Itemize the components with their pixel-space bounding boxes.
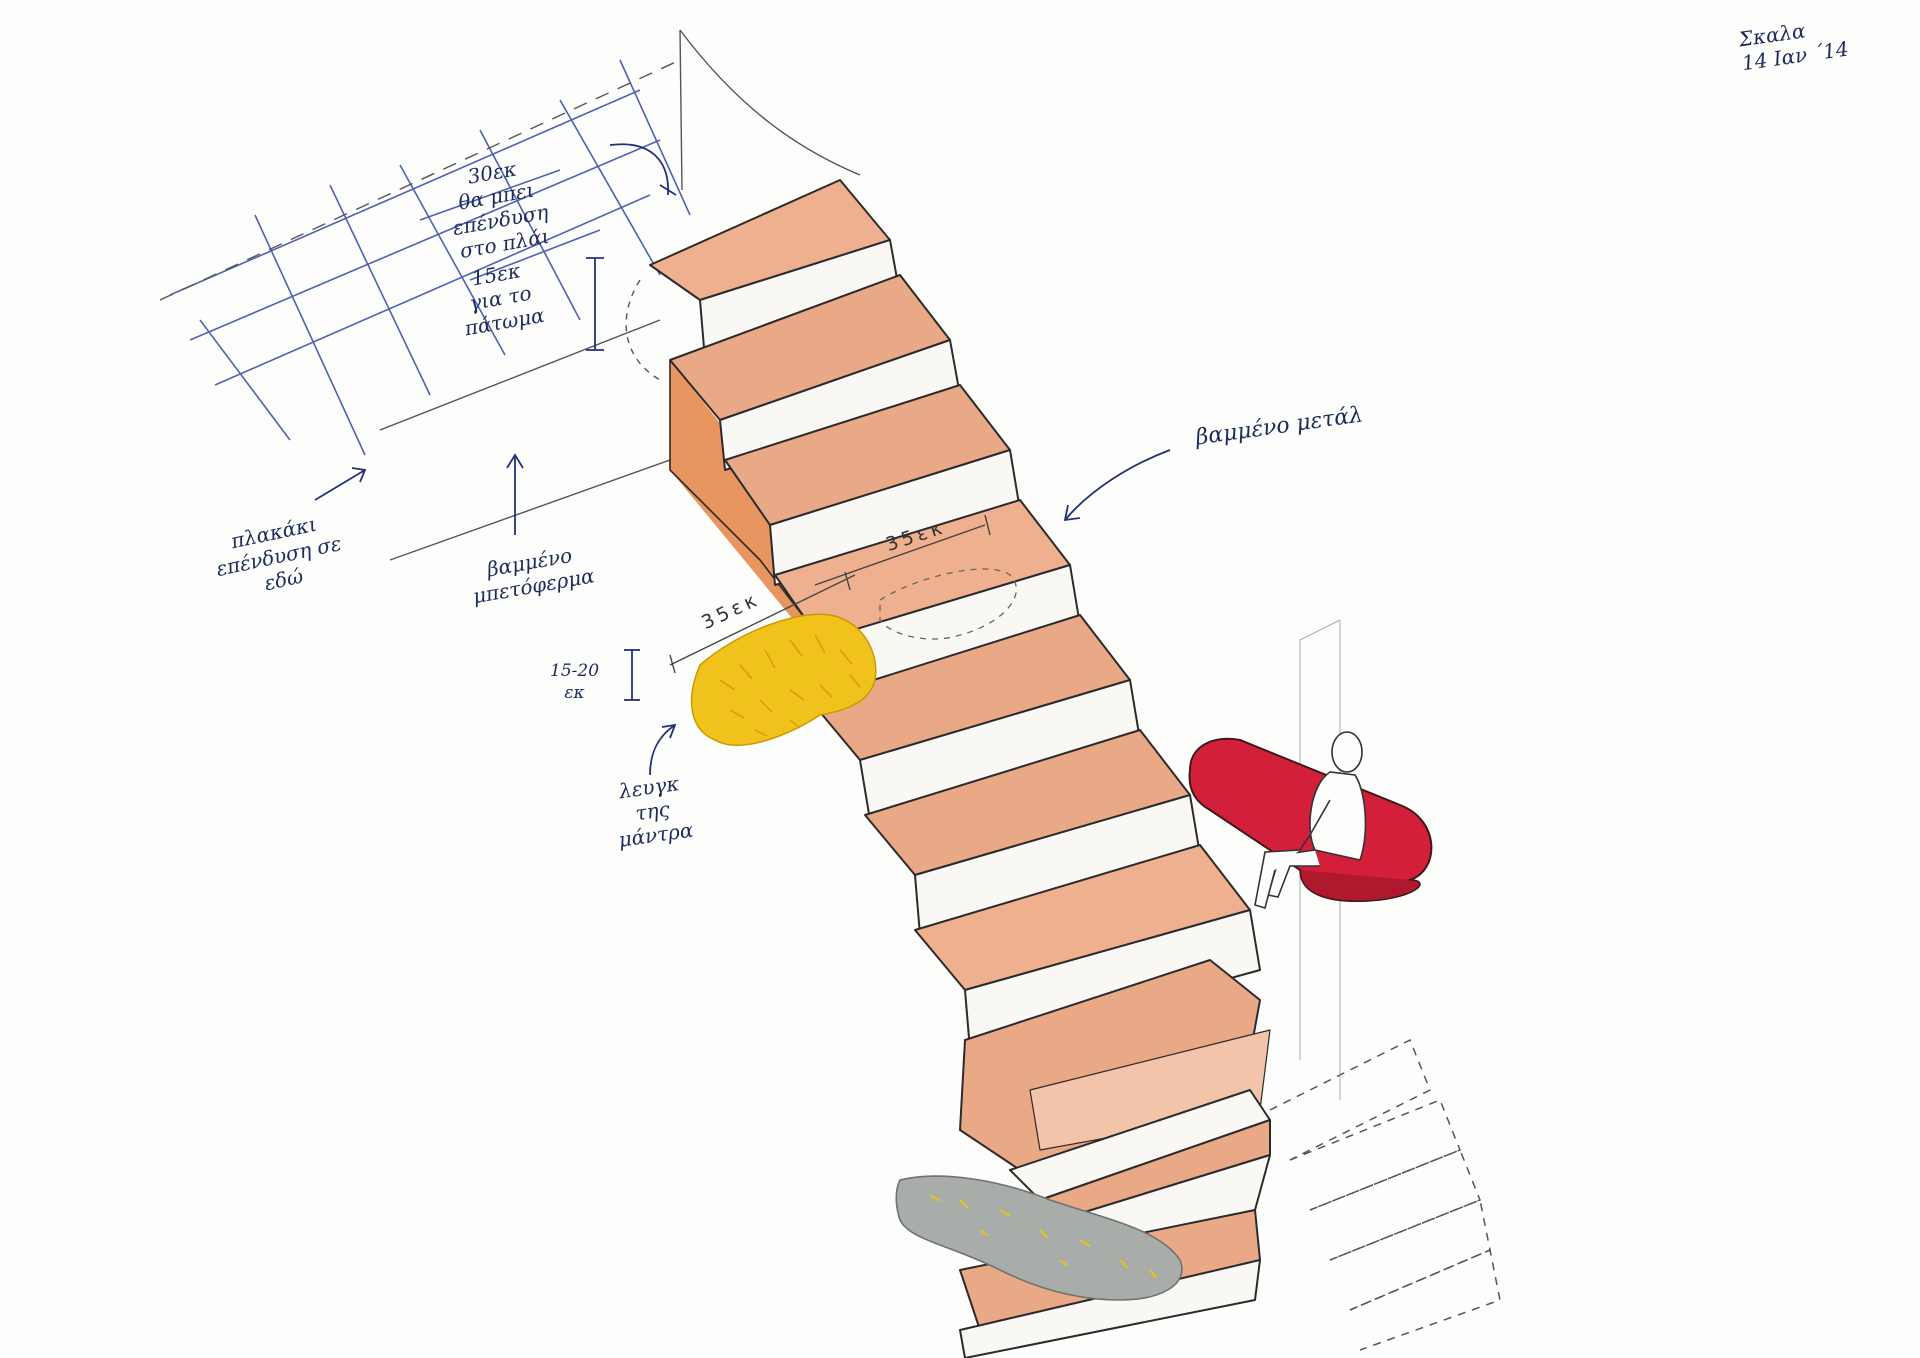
seated-figure	[1254, 731, 1367, 910]
annotation-lines	[314, 143, 1171, 776]
dimension-lines	[669, 514, 991, 674]
grey-stone	[895, 1175, 1183, 1301]
yellow-sponge	[690, 613, 877, 746]
height-dimension: 15-20 εκ	[550, 661, 600, 703]
floor-note: 15εκ για το πάτωμα	[462, 258, 547, 341]
sponge-placement-outline	[879, 568, 1017, 640]
cladding-note: 30εκ θα μπει επένδυση στο πλάι	[450, 156, 552, 264]
stair-flight	[649, 179, 1271, 1358]
tile-grid	[169, 59, 691, 456]
sponge-note: λευγκ της μάντρα	[617, 771, 695, 852]
